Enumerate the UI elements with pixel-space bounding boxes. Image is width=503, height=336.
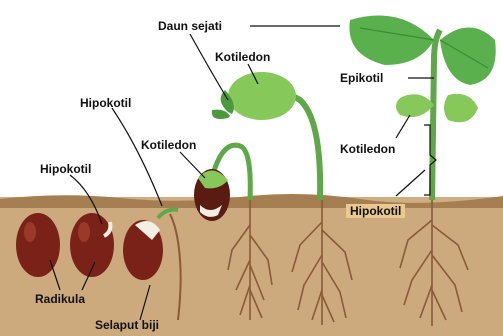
label-epikotil: Epikotil bbox=[340, 71, 383, 85]
line-kotiledon-mid bbox=[180, 152, 205, 178]
label-kotiledon-mid: Kotiledon bbox=[141, 138, 196, 152]
label-hipokotil-right: Hipokotil bbox=[346, 204, 405, 218]
seed-1-highlight bbox=[24, 222, 36, 242]
label-selaput-biji: Selaput biji bbox=[95, 318, 159, 332]
line-hipokotil-mid bbox=[112, 108, 162, 206]
stage5-cotyledon bbox=[228, 72, 296, 120]
label-kotiledon-right: Kotiledon bbox=[340, 142, 395, 156]
line-daun-sejati-down bbox=[190, 34, 228, 100]
line-hipokotil-right bbox=[396, 170, 425, 196]
line-kotiledon-right bbox=[396, 115, 410, 138]
label-kotiledon-top: Kotiledon bbox=[215, 50, 270, 64]
label-hipokotil-left: Hipokotil bbox=[40, 162, 91, 176]
seed-2-highlight bbox=[78, 222, 90, 242]
stage6-cotyledon-left bbox=[396, 94, 434, 117]
label-radikula: Radikula bbox=[35, 292, 85, 306]
stage6-cotyledon-right bbox=[444, 94, 478, 122]
stage6-stem bbox=[432, 30, 440, 200]
label-daun-sejati: Daun sejati bbox=[158, 19, 222, 33]
seed-1 bbox=[16, 213, 60, 277]
stage6-leaf-left bbox=[349, 16, 434, 66]
label-hipokotil-mid: Hipokotil bbox=[80, 96, 131, 110]
